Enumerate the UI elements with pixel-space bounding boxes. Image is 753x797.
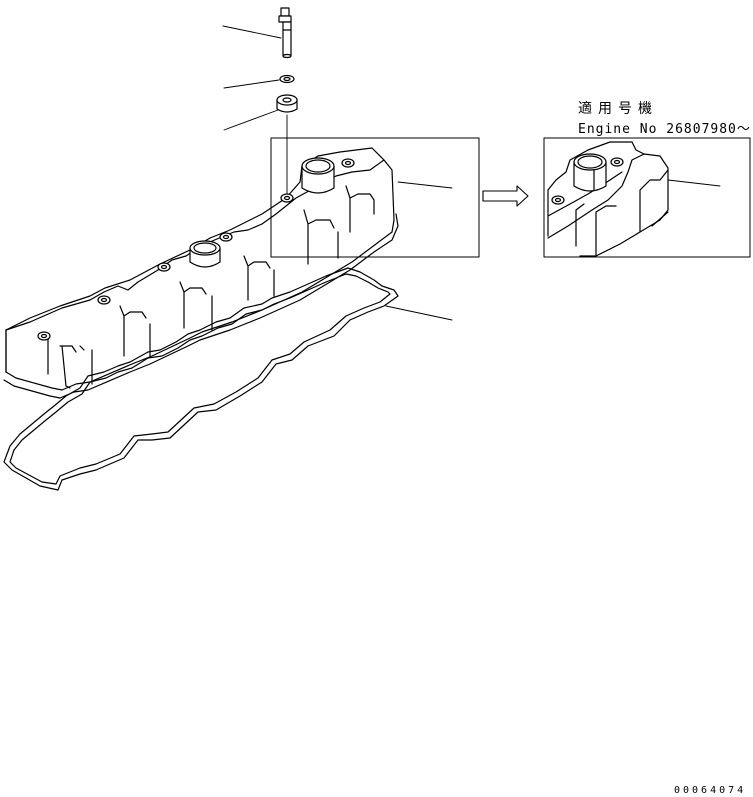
leader-washer (224, 80, 279, 88)
drawing-number: 00064074 (674, 785, 747, 796)
arrow-icon (483, 186, 528, 206)
valve-cover (4, 148, 398, 398)
washer (280, 76, 294, 83)
bolt (279, 8, 291, 58)
applies-title: 適用号機 (578, 101, 658, 117)
leader-cover (398, 182, 452, 188)
leader-grommet (224, 110, 278, 130)
grommet (277, 95, 297, 112)
serial-range-note: Engine No 26807980～ (578, 122, 751, 137)
leader-bolt (223, 26, 281, 38)
gasket (4, 268, 452, 490)
detail-box-current (271, 138, 479, 257)
detail-box-new (544, 138, 750, 257)
